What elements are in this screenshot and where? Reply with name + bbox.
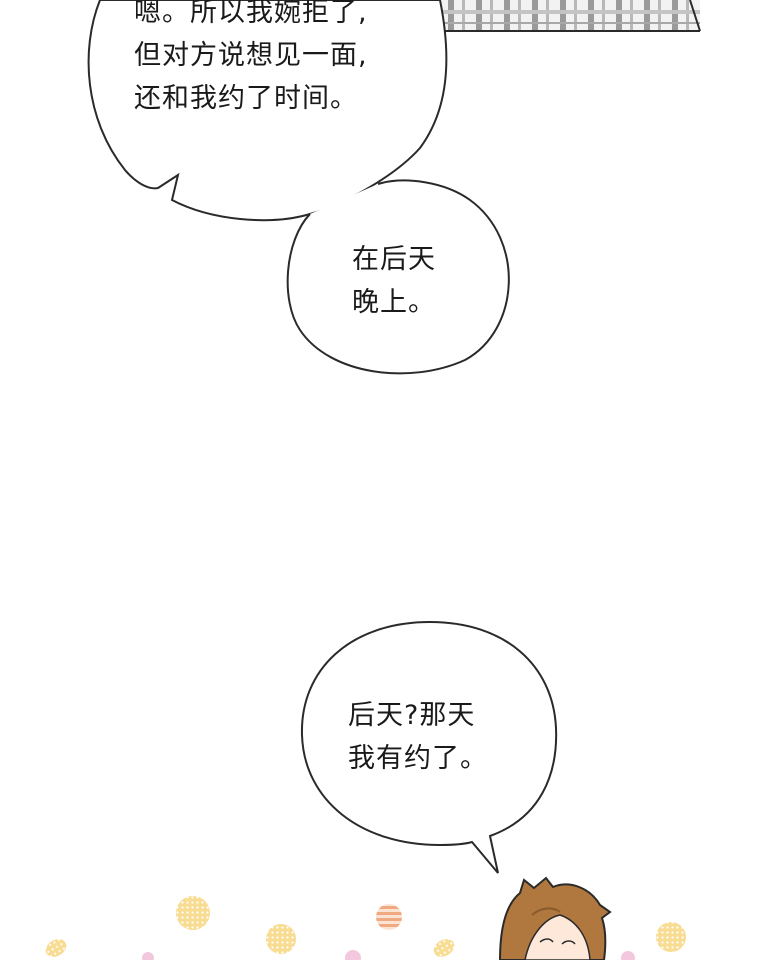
confetti-decoration (45, 896, 686, 960)
bubble-3-line-2: 我有约了。 (348, 743, 488, 774)
speech-bubble-2-text: 在后天 晚上。 (352, 238, 436, 324)
speech-bubble-3-text: 后天?那天 我有约了。 (348, 694, 488, 780)
bubble-2-line-1: 在后天 (352, 244, 436, 275)
bubble-1-line-3: 还和我约了时间。 (134, 83, 358, 114)
bubble-1-line-1: 嗯。所以我婉拒了, (134, 0, 368, 28)
speech-bubble-2 (286, 179, 510, 375)
character-head (498, 876, 612, 960)
speech-bubble-1 (87, 0, 448, 222)
plaid-clothing (438, 0, 701, 32)
bubble-2-line-2: 晚上。 (352, 287, 436, 318)
bubble-1-line-2: 但对方说想见一面, (134, 40, 368, 71)
speech-bubble-1-text: 嗯。所以我婉拒了, 但对方说想见一面, 还和我约了时间。 (134, 0, 368, 120)
bubble-3-line-1: 后天?那天 (348, 700, 476, 731)
speech-bubble-3 (300, 620, 558, 874)
